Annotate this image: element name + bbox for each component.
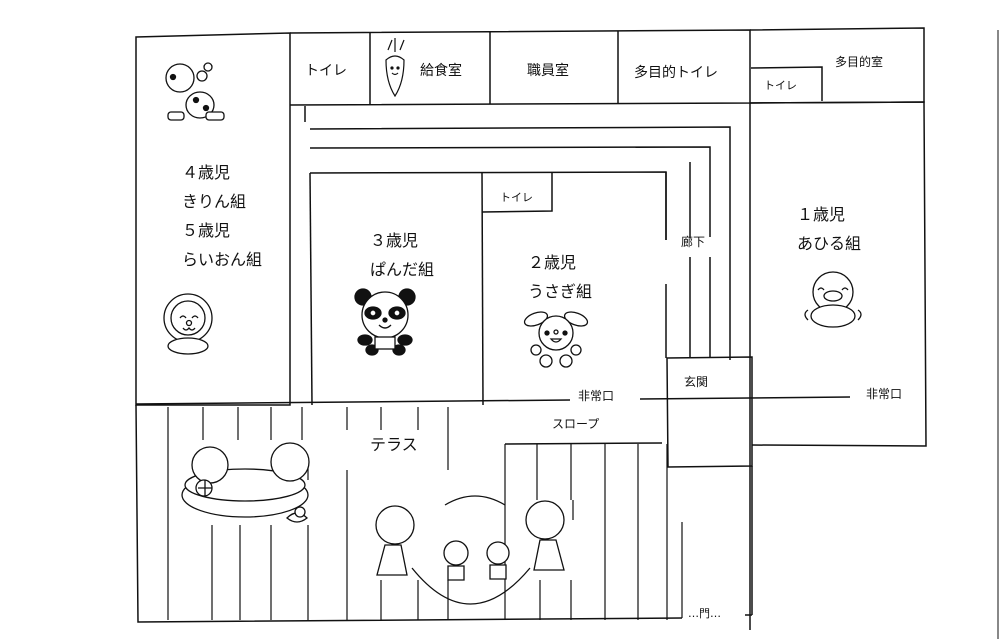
wall-room-age45 — [135, 32, 291, 406]
class-age4: ４歳児 — [182, 163, 231, 182]
wall-age3-age2 — [481, 171, 484, 406]
panda-icon — [354, 288, 416, 356]
room-label-multipurpose-room: 多目的室 — [835, 55, 884, 69]
rabbit-icon — [523, 311, 589, 368]
terrace-stripes — [167, 407, 683, 620]
wall-room-age1 — [749, 101, 927, 447]
class-age3: ３歳児 — [370, 231, 419, 250]
room-label-toilet-age2: トイレ — [500, 191, 533, 204]
children-in-pool-icon — [181, 442, 310, 523]
corridor-line-inner — [309, 146, 711, 237]
class-label-age2: ２歳児 うさぎ組 — [528, 248, 592, 306]
room-label-slope: スロープ — [552, 417, 600, 431]
room-label-kitchen: 給食室 — [420, 63, 462, 79]
wall-mp-toilet — [750, 66, 823, 101]
room-label-toilet-top: トイレ — [305, 63, 347, 79]
class-rabbit: うさぎ組 — [528, 282, 593, 301]
wall-terrace-outer — [135, 404, 683, 623]
wall-room-age3 — [309, 171, 667, 240]
wall-entrance — [666, 356, 753, 468]
room-label-staff-room: 職員室 — [527, 63, 569, 79]
carrot-icon — [385, 38, 405, 98]
class-label-age3: ３歳児 ぱんだ組 — [370, 226, 434, 284]
room-label-gate: …門… — [688, 607, 721, 620]
duckling-icon — [804, 271, 862, 328]
room-label-corridor: 廊下 — [681, 235, 706, 249]
room-label-multipurpose-toilet: 多目的トイレ — [634, 65, 718, 81]
room-label-toilet-multipurpose: トイレ — [764, 79, 797, 92]
wall-slope — [504, 442, 663, 445]
class-age5: ５歳児 — [182, 221, 231, 240]
class-kirin: きりん組 — [182, 192, 247, 211]
wall-toilet-age2 — [481, 172, 553, 213]
class-lion: らいおん組 — [182, 250, 263, 269]
class-label-age45: ４歳児 きりん組 ５歳児 らいおん組 — [182, 158, 262, 274]
class-panda: ぱんだ組 — [370, 260, 435, 279]
jump-rope-children-icon — [375, 495, 565, 605]
wall-top-row — [289, 29, 751, 106]
class-label-age1: １歳児 あひる組 — [797, 200, 861, 258]
class-duck: あひる組 — [797, 234, 862, 253]
giraffe-icon — [165, 62, 225, 121]
lion-icon — [163, 293, 213, 355]
corridor-line-outer — [309, 126, 731, 360]
room-label-entrance: 玄関 — [684, 375, 709, 389]
room-label-emergency-exit-right: 非常口 — [866, 387, 903, 401]
class-age2: ２歳児 — [528, 253, 577, 272]
room-label-emergency-exit-left: 非常口 — [578, 389, 615, 403]
class-age1: １歳児 — [797, 205, 846, 224]
room-label-terrace: テラス — [370, 435, 418, 454]
